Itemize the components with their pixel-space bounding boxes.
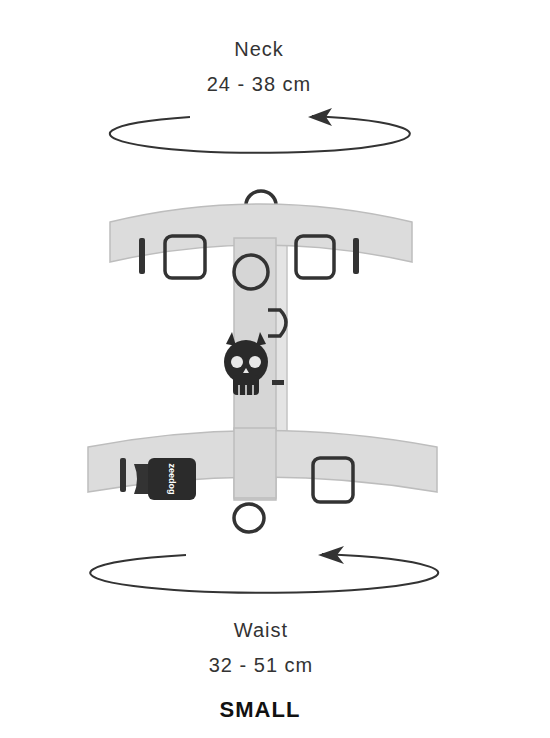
buckle-clip <box>134 464 148 494</box>
measure-name: Neck <box>234 38 284 60</box>
stitch-tab <box>272 380 284 385</box>
arrow-head <box>318 546 344 564</box>
waist-arrow <box>90 546 438 593</box>
size-label: SMALL <box>220 698 301 722</box>
dimension: 24 - 38 cm <box>207 73 311 95</box>
slider <box>296 236 334 278</box>
buckle <box>148 458 196 500</box>
measure-name: Waist <box>234 619 288 641</box>
o-ring <box>234 255 268 289</box>
skull-badge <box>224 332 268 395</box>
slider <box>313 458 353 502</box>
d-ring <box>268 310 286 336</box>
measure-loop <box>90 554 438 593</box>
strap-keeper <box>353 238 359 274</box>
center-strap-end <box>234 428 276 498</box>
brand-mark: zeedog <box>167 463 177 494</box>
neck-arrow <box>110 108 410 153</box>
d-ring <box>234 504 264 532</box>
slider <box>165 236 205 278</box>
strap-keeper <box>139 238 145 274</box>
measure-loop <box>110 116 410 153</box>
arrow-head <box>308 108 332 126</box>
dimension: 32 - 51 cm <box>209 654 313 676</box>
strap-keeper <box>120 458 126 492</box>
